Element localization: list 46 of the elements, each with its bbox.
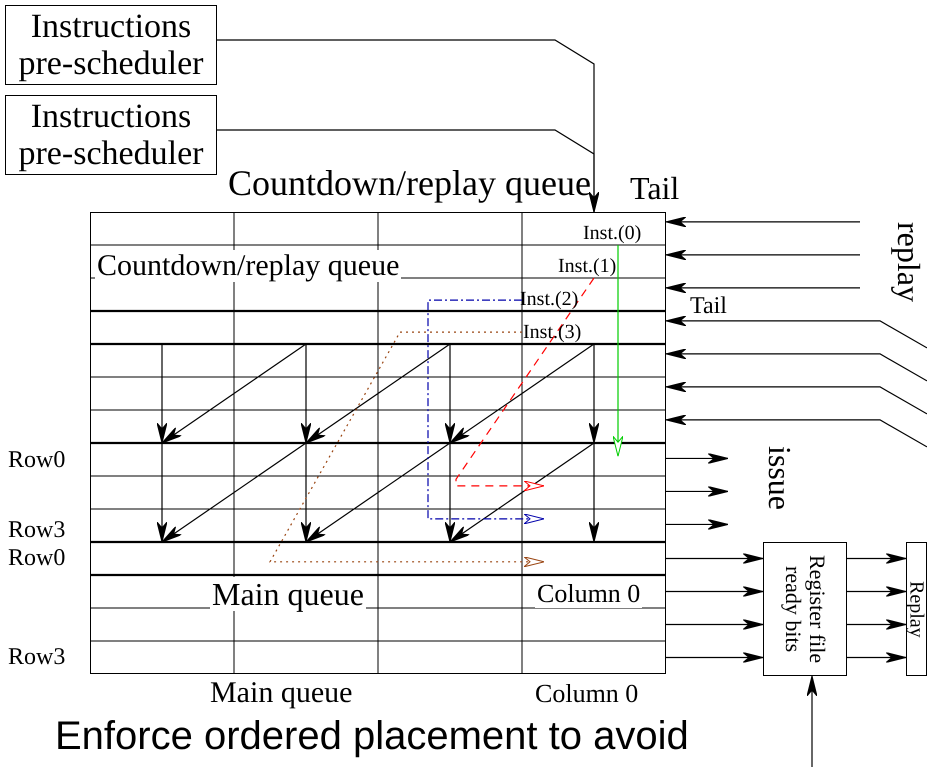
item-label: Inst.(3): [523, 322, 582, 342]
row-label: Row0: [8, 448, 66, 472]
row-label: Row3: [8, 645, 66, 669]
arrow: [806, 676, 818, 767]
row-label: Row3: [8, 518, 66, 542]
queue-grid: [90, 212, 666, 674]
item-label: Inst.(1): [558, 256, 616, 276]
note-text: Enforce ordered placement to avoid: [55, 716, 689, 756]
arrow: [217, 129, 600, 212]
flow-label: replay: [893, 222, 925, 302]
marker-label: Tail: [630, 172, 680, 204]
process-box: [5, 95, 217, 175]
arrow: [666, 216, 860, 228]
flow-label: issue: [764, 446, 796, 510]
arrow: [666, 381, 927, 414]
box-label: Register file ready bits: [780, 554, 830, 666]
arrow: [666, 452, 728, 464]
arrow: [666, 652, 764, 663]
arrow: [666, 518, 728, 530]
arrow: [666, 586, 764, 597]
box-label: Instructions pre-scheduler: [17, 8, 204, 82]
process-box: [906, 542, 927, 676]
arrow: [847, 619, 906, 630]
process-box: [763, 542, 847, 676]
box-label: Instructions pre-scheduler: [17, 98, 204, 172]
row-label: Row0: [8, 546, 66, 570]
arrow: [666, 553, 764, 564]
heading: Main queue: [210, 678, 352, 708]
item-label: Inst.(0): [583, 223, 642, 243]
heading: Countdown/replay queue: [228, 165, 591, 201]
arrow: [666, 486, 728, 497]
column-label: Column 0: [535, 681, 638, 707]
arrow: [847, 553, 906, 564]
arrow: [666, 619, 764, 630]
arrow: [847, 586, 906, 597]
marker-label: Tail: [690, 294, 727, 318]
arrow: [666, 249, 860, 260]
arrow: [666, 282, 860, 294]
arrow: [666, 348, 927, 382]
arrow: [666, 414, 927, 448]
arrow: [666, 315, 927, 348]
heading: Countdown/replay queue: [95, 250, 402, 282]
box-label: Replay: [906, 580, 927, 638]
process-box: [5, 5, 217, 85]
heading: Main queue: [210, 577, 366, 611]
arrow: [847, 652, 906, 663]
